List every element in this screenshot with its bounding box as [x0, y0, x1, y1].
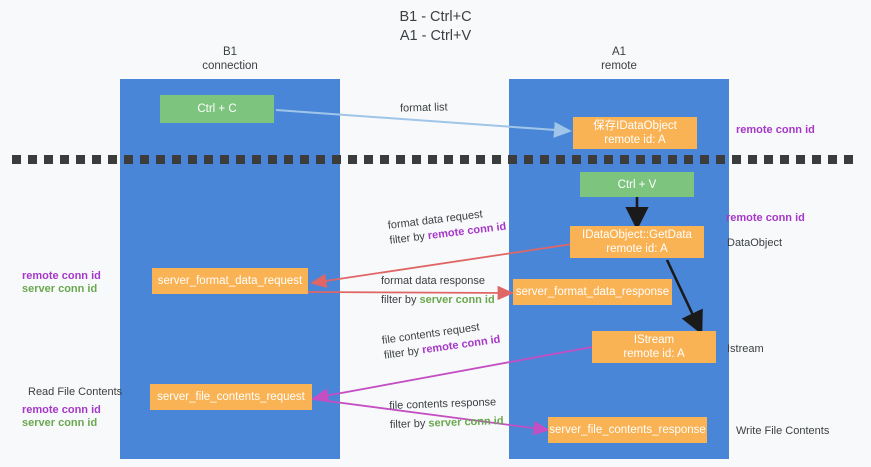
box-idataobject-getdata[interactable]: IDataObject::GetData remote id: A — [570, 226, 704, 258]
filter-by-prefix: filter by — [381, 294, 420, 306]
annotation-right-top-remote-conn-id: remote conn id — [736, 124, 815, 136]
column-header-a1: A1 remote — [601, 46, 637, 72]
edge-label-file-contents-response-line2: filter by server conn id — [390, 414, 504, 433]
annotation-istream: Istream — [727, 343, 764, 355]
column-header-b1: B1 connection — [202, 46, 258, 72]
filter-key-server-conn-id: server conn id — [428, 415, 504, 430]
box-server-format-data-response[interactable]: server_format_data_response — [513, 279, 672, 305]
diagram-title: B1 - Ctrl+C A1 - Ctrl+V — [399, 9, 472, 44]
edge-label-format-list: format list — [400, 100, 448, 116]
box-server-file-contents-request[interactable]: server_file_contents_request — [150, 384, 312, 410]
edge-label-format-data-request: format data request filter by remote con… — [387, 205, 507, 249]
annotation-left-lower-remote-conn-id: remote conn id — [22, 404, 101, 416]
filter-by-prefix: filter by — [389, 417, 429, 431]
annotation-dataobject: DataObject — [727, 237, 783, 249]
box-ctrl-c[interactable]: Ctrl + C — [160, 95, 274, 123]
filter-by-prefix: filter by — [383, 344, 424, 362]
edge-label-format-data-response: format data response filter by server co… — [381, 274, 495, 308]
edge-label-file-contents-request: file contents request filter by remote c… — [381, 318, 501, 364]
box-save-idataobject[interactable]: 保存IDataObject remote id: A — [573, 117, 697, 149]
box-istream[interactable]: IStream remote id: A — [592, 331, 716, 363]
edge-label-format-data-response-line2: filter by server conn id — [381, 293, 495, 308]
edge-label-format-list-text: format list — [399, 101, 448, 115]
annotation-read-file-contents: Read File Contents — [28, 386, 123, 398]
annotation-left-lower-server-conn-id: server conn id — [22, 417, 98, 429]
phase-divider — [12, 155, 859, 164]
box-server-file-contents-response[interactable]: server_file_contents_response — [548, 417, 707, 443]
annotation-left-remote-conn-id: remote conn id — [22, 270, 101, 282]
box-ctrl-v[interactable]: Ctrl + V — [580, 172, 694, 197]
box-server-format-data-request[interactable]: server_format_data_request — [152, 268, 308, 294]
filter-by-prefix: filter by — [388, 230, 429, 247]
annotation-left-server-conn-id: server conn id — [22, 283, 98, 295]
annotation-right-mid-remote-conn-id: remote conn id — [726, 212, 805, 224]
filter-key-server-conn-id: server conn id — [419, 294, 495, 306]
edge-label-file-contents-response: file contents response filter by server … — [389, 395, 504, 433]
edge-label-file-contents-response-line1: file contents response — [389, 396, 497, 412]
annotation-write-file-contents: Write File Contents — [736, 425, 830, 437]
edge-label-format-data-response-line1: format data response — [381, 275, 485, 287]
